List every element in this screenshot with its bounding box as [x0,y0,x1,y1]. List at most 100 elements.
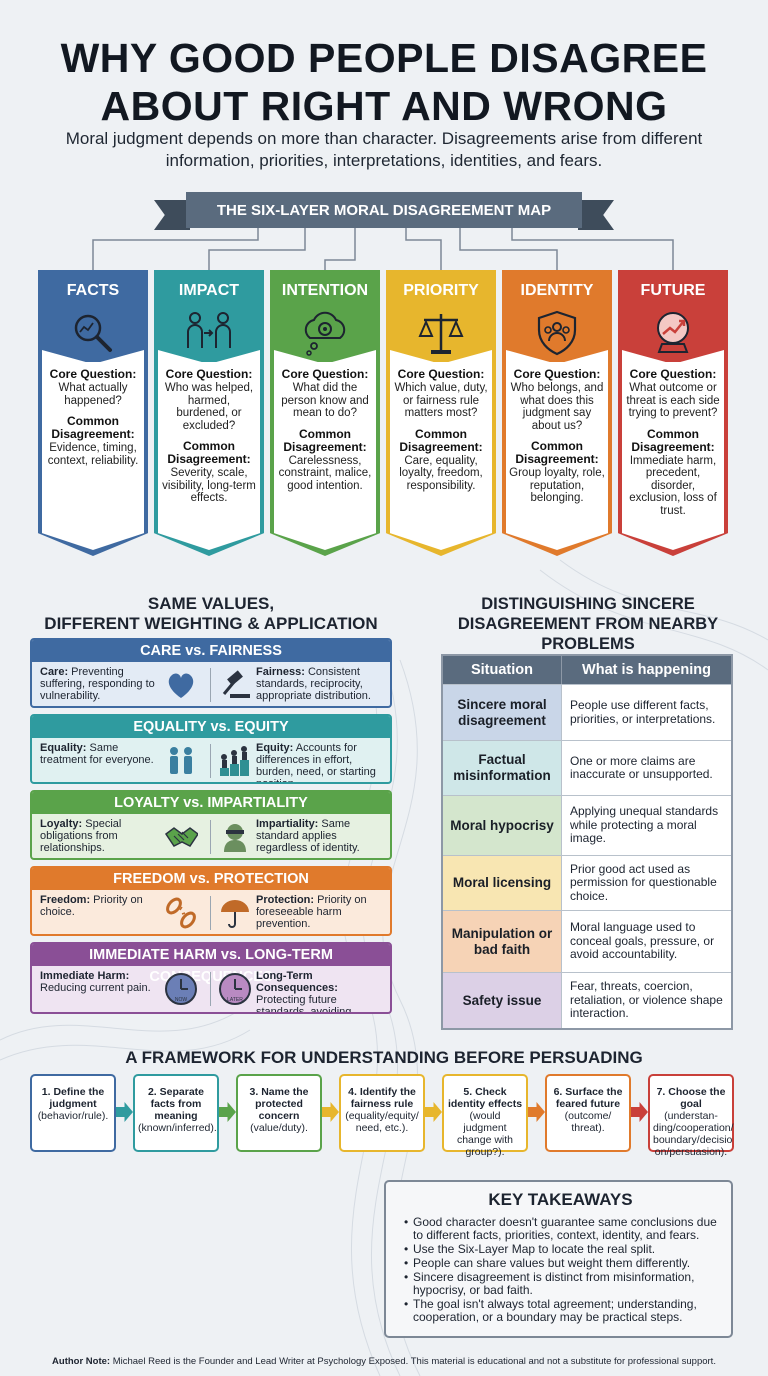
layer-card-priority: PRIORITY Core Question:Which value, duty,… [386,270,496,556]
value-pair-card: CARE vs. FAIRNESS Care: Preventing suffer… [30,638,392,708]
layer-title: FUTURE [640,282,706,299]
author-note: Author Note: Michael Reed is the Founder… [0,1356,768,1367]
left-description: Reducing current pain. [40,982,151,994]
key-takeaways-list: Good character doesn't guarantee same co… [404,1216,717,1324]
author-note-label: Author Note: [52,1356,111,1367]
situation-cell: Factual misinformation [443,741,561,795]
situation-cell: Manipulation or bad faith [443,911,561,972]
gavel-icon [218,668,252,702]
value-pair-right: Protection: Priority on foreseeable harm… [256,894,390,930]
core-question-label: Core Question: [281,367,369,381]
title-line-2: ABOUT RIGHT AND WRONG [100,83,668,129]
step-detail: (value/duty). [250,1122,308,1134]
right-description: Priority on foreseeable harm prevention. [256,894,367,930]
core-question-label: Core Question: [49,367,137,381]
layer-body: Core Question:What did the person know a… [274,362,376,550]
right-description: Accounts for differences in effort, burd… [256,742,376,784]
left-description: Priority on choice. [40,894,143,918]
layer-title: IMPACT [178,282,240,299]
distinguishing-table: Situation What is happening Sincere mora… [441,654,733,1030]
value-pair-left: Equality: Same treatment for everyone. [40,742,162,766]
common-disagreement-text: Group loyalty, role, reputation, belongi… [509,467,605,504]
title-line-1: WHY GOOD PEOPLE DISAGREE [60,35,708,81]
clock-now-icon: NOW [164,972,198,1006]
svg-text:LATER: LATER [227,997,243,1003]
framework-step-4: 4. Identify the fairness rule (equality/… [339,1074,425,1152]
author-note-text: Michael Reed is the Founder and Lead Wri… [110,1356,716,1367]
page-subtitle: Moral judgment depends on more than char… [65,129,703,170]
step-detail: (behavior/rule). [37,1110,109,1122]
core-question-label: Core Question: [397,367,485,381]
happening-cell: One or more claims are inaccurate or uns… [561,741,731,795]
value-pair-card: IMMEDIATE HARM vs. LONG-TERM CONSEQUENCE… [30,942,392,1014]
framework-title: A FRAMEWORK FOR UNDERSTANDING BEFORE PER… [125,1048,643,1067]
layer-card-future: FUTURE Core Question:What outcome or thre… [618,270,728,556]
layer-title: IDENTITY [520,282,594,299]
umbrella-icon [218,896,252,930]
thought-gear-icon [300,308,350,358]
common-disagreement-text: Severity, scale, visibility, long-term e… [162,467,256,504]
key-takeaways-title: KEY TAKEAWAYS [488,1190,633,1209]
step-title: 3. Name the protected concern [249,1086,309,1122]
framework-step-2: 2. Separate facts from meaning (known/in… [133,1074,219,1152]
common-disagreement-label: Common Disagreement: [631,426,715,454]
core-question-text: Who was helped, harmed, burdened, or exc… [164,382,254,432]
value-pair-body: Loyalty: Special obligations from relati… [32,814,390,858]
value-pair-title: FREEDOM vs. PROTECTION [32,868,390,890]
value-pair-left: Care: Preventing suffering, responding t… [40,666,162,702]
pair-divider [210,820,211,854]
takeaway-item: People can share values but weight them … [404,1257,717,1271]
layer-title: PRIORITY [403,282,479,299]
right-term: Equity: [256,742,294,754]
step-title: 4. Identify the fairness rule [348,1086,416,1110]
step-arrow-icon [219,1102,236,1122]
value-pair-title: LOYALTY vs. IMPARTIALITY [32,792,390,814]
framework-step-3: 3. Name the protected concern (value/dut… [236,1074,322,1152]
scales-icon [416,308,466,358]
right-term: Fairness: [256,666,305,678]
layer-body: Core Question:What outcome or threat is … [622,362,724,550]
situation-cell: Moral hypocrisy [443,796,561,855]
left-description: Preventing suffering, responding to vuln… [40,666,155,702]
map-banner: THE SIX-LAYER MORAL DISAGREEMENT MAP [186,192,582,228]
happening-cell: Applying unequal standards while protect… [561,796,731,855]
core-question-text: What outcome or threat is each side tryi… [626,382,720,419]
value-pair-title: CARE vs. FAIRNESS [32,640,390,662]
value-pair-left: Loyalty: Special obligations from relati… [40,818,162,854]
pair-divider [210,896,211,930]
common-disagreement-label: Common Disagreement: [283,426,367,454]
svg-text:NOW: NOW [175,997,188,1003]
core-question-label: Core Question: [165,367,253,381]
common-disagreement-text: Carelessness, constraint, malice, good i… [278,454,372,492]
core-question-text: Which value, duty, or fairness rule matt… [394,382,488,419]
value-pair-right: Equity: Accounts for differences in effo… [256,742,390,784]
core-question-label: Core Question: [513,367,601,381]
heart-icon [164,668,198,702]
value-pair-right: Impartiality: Same standard applies rega… [256,818,390,854]
step-arrow-icon [631,1102,648,1122]
layer-body: Core Question:What actually happened?Com… [42,362,144,550]
core-question-text: What did the person know and mean to do? [281,382,369,419]
framework-step-1: 1. Define the judgment (behavior/rule). [30,1074,116,1152]
value-pair-card: LOYALTY vs. IMPARTIALITY Loyalty: Special… [30,790,392,860]
broken-chain-icon [164,896,198,930]
right-description: Same standard applies regardless of iden… [256,818,360,854]
step-arrow-icon [322,1102,339,1122]
value-pair-body: Immediate Harm: Reducing current pain. NO… [32,966,390,1012]
value-pair-title: IMMEDIATE HARM vs. LONG-TERM CONSEQUENCE… [32,944,390,985]
common-disagreement-text: Immediate harm, precedent, disorder, exc… [629,454,717,517]
situation-cell: Sincere moral disagreement [443,685,561,740]
step-title: 5. Check identity effects [447,1086,523,1110]
step-title: 6. Surface the feared future [553,1086,623,1110]
layer-body: Core Question:Who belongs, and what does… [506,362,608,550]
takeaway-item: The goal isn't always total agreement; u… [404,1298,717,1324]
core-question-text: What actually happened? [58,382,128,407]
layer-body: Core Question:Who was helped, harmed, bu… [158,362,260,550]
value-pair-left: Immediate Harm: Reducing current pain. [40,970,162,994]
